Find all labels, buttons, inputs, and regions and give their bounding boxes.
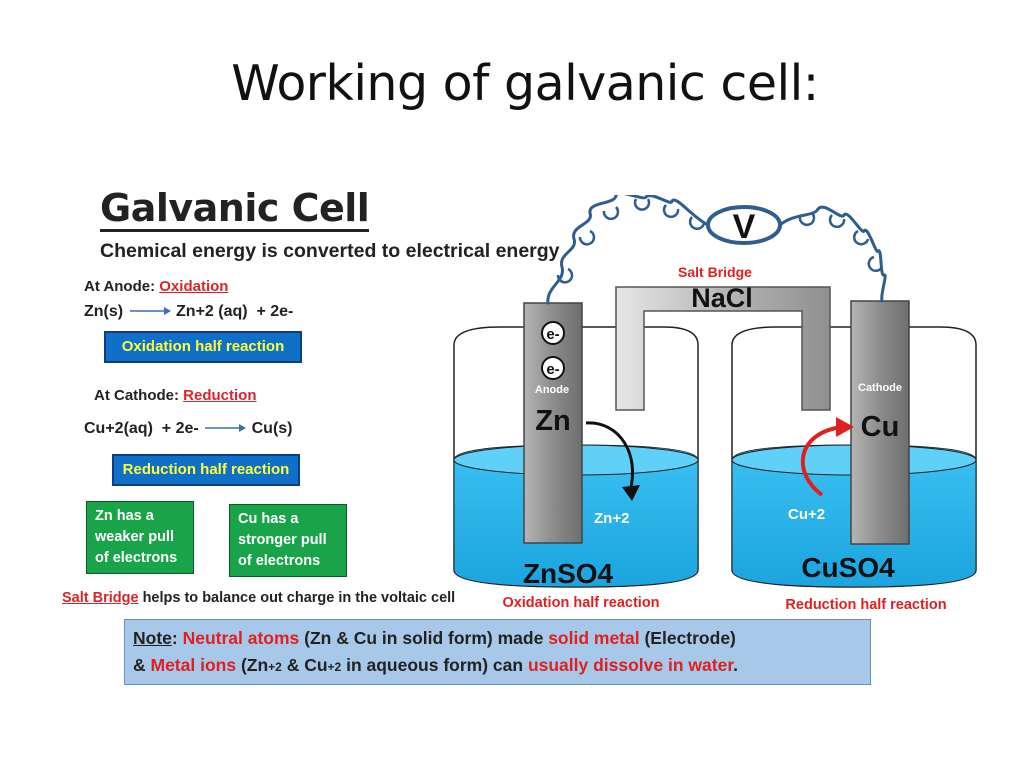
salt-bridge-note: Salt Bridge helps to balance out charge …: [62, 590, 455, 606]
anode-process: Oxidation: [159, 278, 229, 295]
cathode-label-line: At Cathode: Reduction: [94, 387, 257, 404]
salt-bridge-label: Salt Bridge: [678, 264, 752, 280]
arrow-head-icon: [836, 417, 854, 437]
salt-bridge-term: Salt Bridge: [62, 590, 139, 606]
galvanic-cell-diagram: V Salt Bridge NaCl e- e- Anode Zn Cathod…: [453, 195, 977, 613]
electron-label: e-: [546, 361, 559, 378]
anode-eq-right: Zn+2 (aq) + 2e-: [176, 303, 294, 320]
cathode-equation: Cu+2(aq) + 2e- Cu(s): [84, 420, 293, 438]
note-line-2: & Metal ions (Zn+2 & Cu+2 in aqueous for…: [133, 652, 862, 681]
note-text: (Zn & Cu in solid form) made: [299, 628, 549, 648]
curved-arrow-icon: [800, 425, 843, 497]
zn-pull-line: Zn has a: [95, 508, 154, 524]
note-text: &: [133, 655, 151, 675]
copper-ion-label: Cu+2: [788, 506, 825, 523]
note-text: (Electrode): [639, 628, 736, 648]
note-line-1: Note: Neutral atoms (Zn & Cu in solid fo…: [133, 625, 862, 652]
oxidation-half-reaction-box: Oxidation half reaction: [104, 331, 302, 363]
cathode-eq-left: Cu+2(aq) + 2e-: [84, 420, 199, 437]
zn-pull-line: of electrons: [95, 550, 178, 566]
anode-equation: Zn(s) Zn+2 (aq) + 2e-: [84, 303, 293, 321]
note-label: Note: [133, 628, 172, 648]
electron-icon: [541, 356, 565, 380]
cathode-prefix: At Cathode:: [94, 387, 184, 404]
note-highlight: solid metal: [548, 628, 640, 648]
electron-label: e-: [546, 326, 559, 343]
reduction-reaction-label: Reduction half reaction: [785, 597, 946, 613]
note-text: (Zn: [236, 655, 269, 675]
cathode-metal: Cu: [861, 411, 900, 443]
cu-pull-box: Cu has a stronger pull of electrons: [229, 504, 347, 577]
wire-coil-icon: [546, 195, 887, 305]
note-charge: +2: [268, 660, 282, 674]
arrow-head-icon: [622, 485, 640, 501]
cathode-eq-right: Cu(s): [251, 420, 293, 437]
anode-prefix: At Anode:: [84, 278, 160, 295]
slide-title: Working of galvanic cell:: [231, 55, 819, 112]
anode-eq-left: Zn(s): [84, 303, 124, 320]
note-text: .: [733, 655, 739, 675]
voltmeter-symbol: V: [733, 208, 756, 246]
note-box: Note: Neutral atoms (Zn & Cu in solid fo…: [124, 619, 871, 685]
arrow-right-icon: [128, 303, 172, 315]
note-highlight: Neutral atoms: [182, 628, 300, 648]
note-text: in aqueous form) can: [341, 655, 528, 675]
note-highlight: Metal ions: [150, 655, 237, 675]
note-highlight: usually dissolve in water: [527, 655, 734, 675]
salt-formula: NaCl: [691, 283, 753, 313]
salt-bridge-tube: [615, 286, 831, 411]
curved-arrow-icon: [585, 421, 635, 492]
anode-metal: Zn: [535, 405, 570, 437]
reduction-half-reaction-box: Reduction half reaction: [112, 454, 300, 486]
note-text: & Cu: [281, 655, 328, 675]
zinc-ion-label: Zn+2: [594, 510, 629, 527]
galvanic-cell-heading: Galvanic Cell: [100, 186, 370, 232]
zinc-sulfate-label: ZnSO4: [523, 558, 614, 589]
anode-label: Anode: [535, 384, 569, 396]
cathode-process: Reduction: [183, 387, 257, 404]
zn-pull-line: weaker pull: [95, 529, 174, 545]
wire-coil-loops-icon: [556, 198, 884, 284]
electron-icon: [541, 321, 565, 345]
zn-pull-box: Zn has a weaker pull of electrons: [86, 501, 194, 574]
cathode-label: Cathode: [858, 382, 902, 394]
cu-pull-line: stronger pull: [238, 532, 327, 548]
copper-sulfate-label: CuSO4: [801, 552, 895, 583]
arrow-right-icon: [203, 420, 247, 432]
note-charge: +2: [327, 660, 342, 674]
voltmeter-icon: [706, 205, 782, 245]
salt-bridge-explanation: helps to balance out charge in the volta…: [138, 590, 456, 606]
cu-pull-line: Cu has a: [238, 511, 299, 527]
copper-electrode: [850, 300, 910, 545]
note-text: :: [171, 628, 183, 648]
oxidation-reaction-label: Oxidation half reaction: [502, 595, 659, 611]
cu-pull-line: of electrons: [238, 553, 321, 569]
anode-label-line: At Anode: Oxidation: [84, 278, 228, 295]
galvanic-cell-subtitle: Chemical energy is converted to electric…: [100, 240, 560, 262]
